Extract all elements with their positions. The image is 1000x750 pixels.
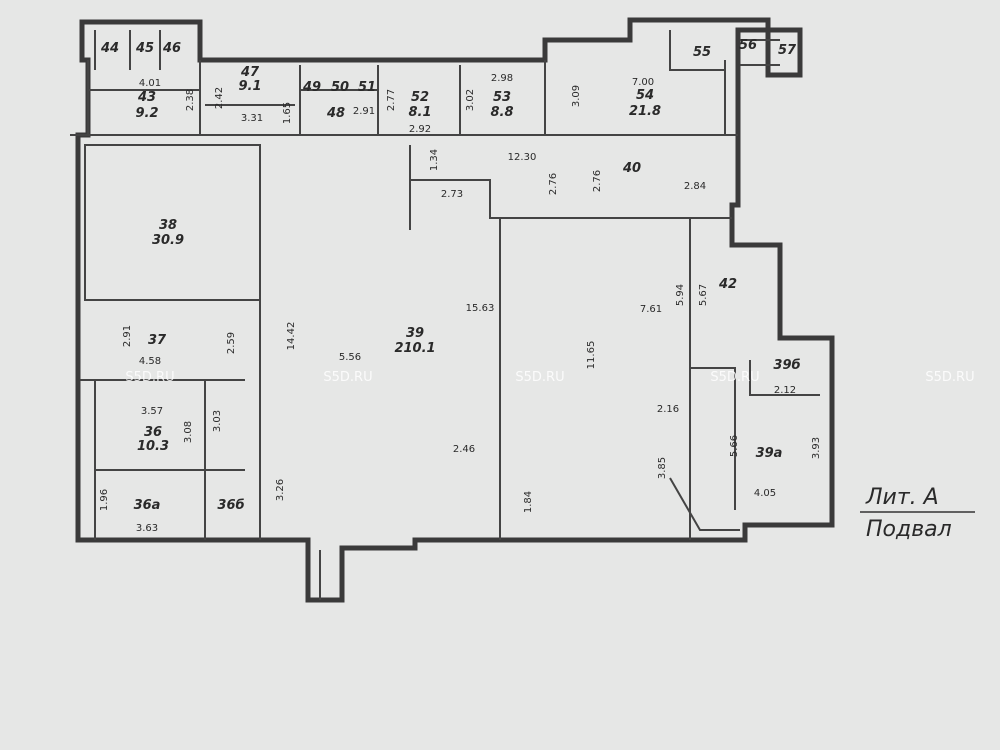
room-36: 36 — [144, 425, 162, 440]
watermark: S5D.RU — [125, 370, 174, 385]
dim: 2.77 — [386, 89, 397, 111]
watermarks: S5D.RU S5D.RU S5D.RU S5D.RU S5D.RU — [125, 370, 974, 385]
dim: 5.67 — [698, 284, 709, 306]
dim: 1.34 — [429, 149, 440, 171]
dim: 3.31 — [241, 113, 263, 124]
room-46: 46 — [162, 41, 181, 56]
dim: 2.46 — [453, 444, 475, 455]
room-49: 49 — [302, 80, 321, 95]
room-53-area: 8.8 — [490, 105, 513, 120]
room-52: 52 — [411, 90, 429, 105]
room-54: 54 — [636, 88, 654, 103]
dim: 3.08 — [183, 421, 194, 443]
room-36b: 36б — [217, 498, 244, 513]
watermark: S5D.RU — [323, 370, 372, 385]
room-51: 51 — [358, 80, 376, 95]
dim: 2.12 — [774, 385, 796, 396]
dim: 12.30 — [508, 152, 537, 163]
dim: 4.05 — [754, 488, 776, 499]
room-55: 55 — [693, 45, 711, 60]
building-letter: Лит. А — [865, 485, 939, 510]
dim: 2.59 — [226, 332, 237, 354]
dim: 2.91 — [353, 106, 375, 117]
room-39-area: 210.1 — [394, 341, 435, 356]
dim: 7.61 — [640, 304, 662, 315]
dim: 3.93 — [811, 437, 822, 459]
room-47-area: 9.1 — [238, 79, 261, 94]
dim: 3.09 — [571, 85, 582, 107]
room-36-area: 10.3 — [137, 439, 169, 454]
room-43: 43 — [137, 90, 156, 105]
dim: 4.01 — [139, 78, 161, 89]
dim: 2.76 — [548, 173, 559, 195]
floor-name: Подвал — [866, 517, 952, 542]
dim: 11.65 — [586, 341, 597, 370]
room-47: 47 — [240, 65, 260, 80]
dim: 1.84 — [523, 491, 534, 513]
dim: 2.91 — [122, 325, 133, 347]
watermark: S5D.RU — [710, 370, 759, 385]
room-43-area: 9.2 — [135, 106, 158, 121]
room-53: 53 — [493, 90, 511, 105]
room-54-area: 21.8 — [629, 104, 661, 119]
room-39b: 39б — [773, 358, 800, 373]
dim: 3.02 — [465, 89, 476, 111]
walls — [70, 17, 835, 603]
room-36a: 36а — [134, 498, 161, 513]
room-57: 57 — [778, 43, 797, 58]
room-39: 39 — [406, 326, 424, 341]
dim: 4.58 — [139, 356, 161, 367]
room-50: 50 — [331, 80, 349, 95]
dimensions: 4.01 2.38 2.42 3.31 1.65 2.91 2.77 2.92 … — [99, 73, 822, 534]
room-39a: 39а — [756, 446, 783, 461]
dim: 3.85 — [657, 457, 668, 479]
dim: 2.42 — [214, 87, 225, 109]
room-40: 40 — [622, 161, 641, 176]
dim: 2.73 — [441, 189, 463, 200]
dim: 2.92 — [409, 124, 431, 135]
room-48: 48 — [326, 106, 345, 121]
dim: 2.16 — [657, 404, 679, 415]
dim: 1.65 — [282, 102, 293, 124]
room-labels: 44 45 46 43 9.2 47 9.1 49 50 51 48 52 8.… — [100, 38, 801, 513]
dim: 15.63 — [466, 303, 495, 314]
dim: 3.57 — [141, 406, 163, 417]
dim: 5.56 — [339, 352, 361, 363]
dim: 1.96 — [99, 489, 110, 511]
room-44: 44 — [100, 41, 119, 56]
room-56: 56 — [739, 38, 757, 53]
room-37: 37 — [148, 333, 167, 348]
dim: 3.63 — [136, 523, 158, 534]
dim: 14.42 — [286, 322, 297, 351]
dim: 3.03 — [212, 410, 223, 432]
dim: 5.66 — [729, 435, 740, 457]
room-42: 42 — [718, 277, 737, 292]
room-52-area: 8.1 — [408, 105, 431, 120]
dim: 2.38 — [185, 89, 196, 111]
watermark: S5D.RU — [515, 370, 564, 385]
room-38: 38 — [159, 218, 177, 233]
room-38-area: 30.9 — [152, 233, 184, 248]
dim: 2.84 — [684, 181, 706, 192]
dim: 2.98 — [491, 73, 513, 84]
dim: 7.00 — [632, 77, 654, 88]
dim: 3.26 — [275, 479, 286, 501]
dim: 2.76 — [592, 170, 603, 192]
watermark: S5D.RU — [925, 370, 974, 385]
room-45: 45 — [135, 41, 154, 56]
dim: 5.94 — [675, 284, 686, 306]
